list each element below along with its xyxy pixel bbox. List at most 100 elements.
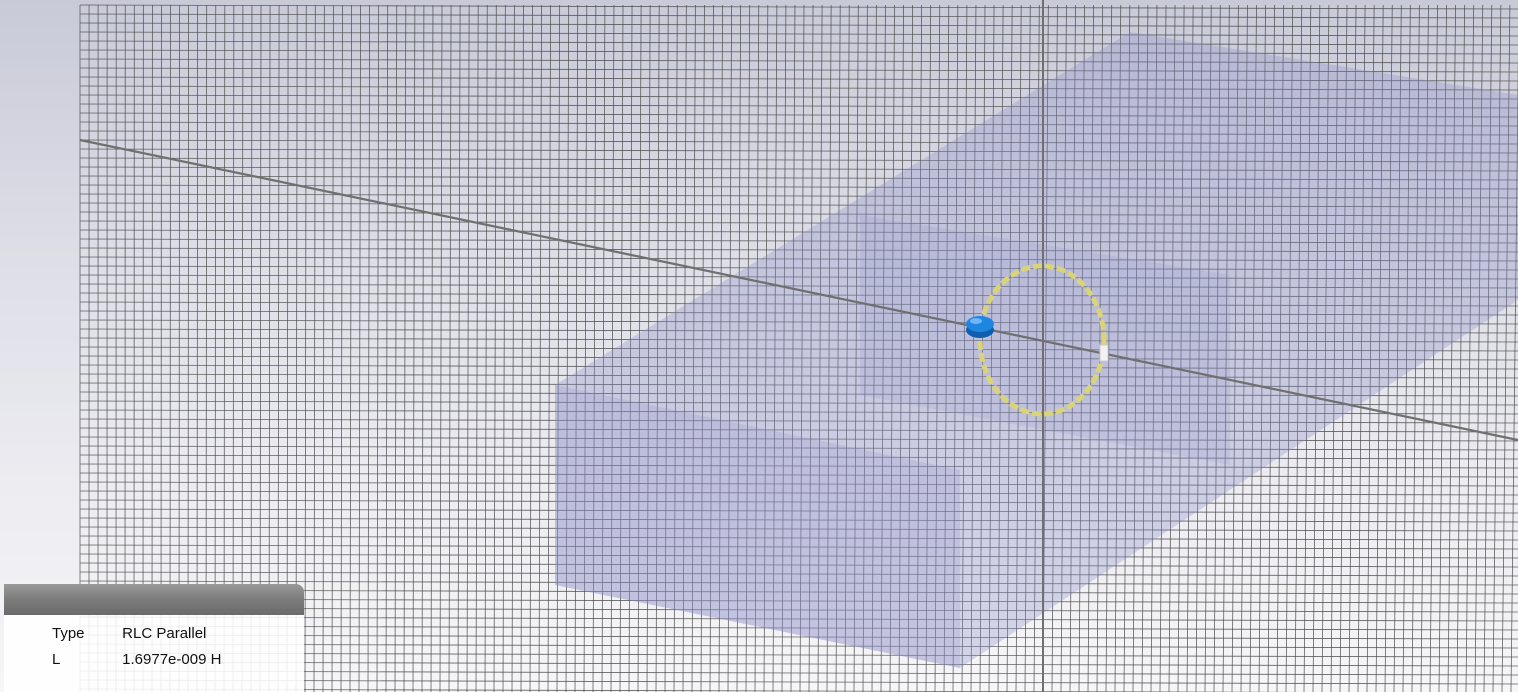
grid-line — [844, 4, 850, 692]
grid-line — [79, 688, 1303, 692]
grid-line — [79, 535, 1518, 541]
grid-line — [340, 4, 343, 692]
grid-line — [232, 4, 235, 692]
grid-line — [169, 4, 171, 692]
properties-panel-header[interactable] — [4, 584, 304, 615]
grid-line — [187, 4, 190, 692]
grid-line — [1501, 4, 1511, 692]
grid-line — [79, 346, 1518, 352]
grid-line — [1456, 4, 1466, 692]
grid-line — [79, 337, 1518, 343]
grid-line — [79, 283, 1518, 289]
grid-line — [1087, 4, 1094, 692]
grid-line — [79, 256, 1518, 262]
grid-line — [79, 598, 1518, 604]
grid-line — [79, 184, 1518, 190]
grid-line — [223, 4, 226, 692]
grid-line — [1249, 4, 1257, 692]
grid-line — [79, 373, 1518, 379]
grid-line — [1051, 4, 1058, 692]
grid-line — [1393, 4, 1402, 692]
grid-line — [79, 589, 1518, 595]
grid-line — [952, 4, 959, 692]
grid-line — [367, 4, 371, 692]
grid-line — [196, 4, 199, 692]
grid-line — [268, 4, 271, 692]
grid-line — [79, 13, 1518, 19]
grid-line — [79, 85, 1518, 91]
grid-line — [79, 526, 1518, 532]
grid-line — [79, 400, 1518, 406]
grid-line — [1402, 4, 1411, 692]
inner-face-panel — [860, 215, 1230, 465]
grid-line — [259, 4, 262, 692]
grid-line — [79, 40, 1518, 46]
dielectric-block — [555, 32, 1518, 668]
grid-line — [943, 4, 950, 692]
grid-line — [907, 4, 913, 692]
grid-line — [79, 508, 1518, 514]
grid-line — [286, 4, 289, 692]
grid-line — [358, 4, 361, 692]
grid-line — [916, 4, 923, 692]
grid-line — [1411, 4, 1420, 692]
grid-line — [1348, 4, 1357, 692]
grid-line — [79, 607, 1518, 613]
grid-line — [1222, 4, 1230, 692]
grid-line — [79, 454, 1518, 460]
lumped-element-marker[interactable] — [1099, 344, 1109, 362]
grid-line — [1141, 4, 1149, 692]
grid-line — [1420, 4, 1429, 692]
grid-line — [79, 229, 1518, 235]
grid-line — [1231, 4, 1239, 692]
grid-line — [430, 4, 434, 692]
grid-line — [79, 175, 1518, 181]
grid-line — [79, 328, 1518, 334]
grid-line — [79, 220, 1518, 226]
property-key: L — [52, 651, 61, 668]
grid-line — [79, 571, 1518, 577]
port-ring[interactable] — [977, 263, 1107, 417]
grid-line — [1123, 4, 1131, 692]
grid-line — [79, 499, 1518, 505]
grid-line — [79, 202, 1518, 208]
grid-line — [439, 4, 443, 692]
grid-line — [1240, 4, 1248, 692]
grid-line — [79, 112, 1518, 118]
grid-line — [889, 4, 895, 692]
probe-icon[interactable] — [966, 316, 994, 338]
grid-line — [331, 4, 334, 692]
grid-line — [1330, 4, 1339, 692]
grid-line — [961, 4, 968, 692]
grid-line — [79, 130, 1518, 136]
grid-line — [1015, 4, 1022, 692]
grid-line — [808, 4, 814, 692]
grid-line — [79, 625, 1518, 631]
grid-line — [79, 274, 1518, 280]
grid-line — [79, 58, 1518, 64]
grid-line — [781, 4, 787, 692]
grid-line — [1465, 4, 1475, 692]
grid-line — [457, 4, 461, 692]
grid-line — [79, 310, 1518, 316]
block-top-face — [555, 32, 1518, 668]
grid-line — [79, 94, 1518, 100]
grid-line — [772, 4, 778, 692]
grid-line — [835, 4, 841, 692]
grid-line — [1285, 4, 1294, 692]
grid-line — [1105, 4, 1113, 692]
grid-line — [1375, 4, 1384, 692]
grid-line — [817, 4, 823, 692]
grid-line — [79, 580, 1518, 586]
grid-line — [79, 31, 1518, 37]
grid-line — [79, 643, 1518, 649]
grid-line — [79, 67, 1518, 73]
grid-line — [1069, 4, 1076, 692]
grid-line — [349, 4, 352, 692]
grid-line — [79, 301, 1518, 307]
grid-line — [79, 139, 1518, 145]
grid-line — [1339, 4, 1348, 692]
grid-line — [79, 121, 1518, 127]
